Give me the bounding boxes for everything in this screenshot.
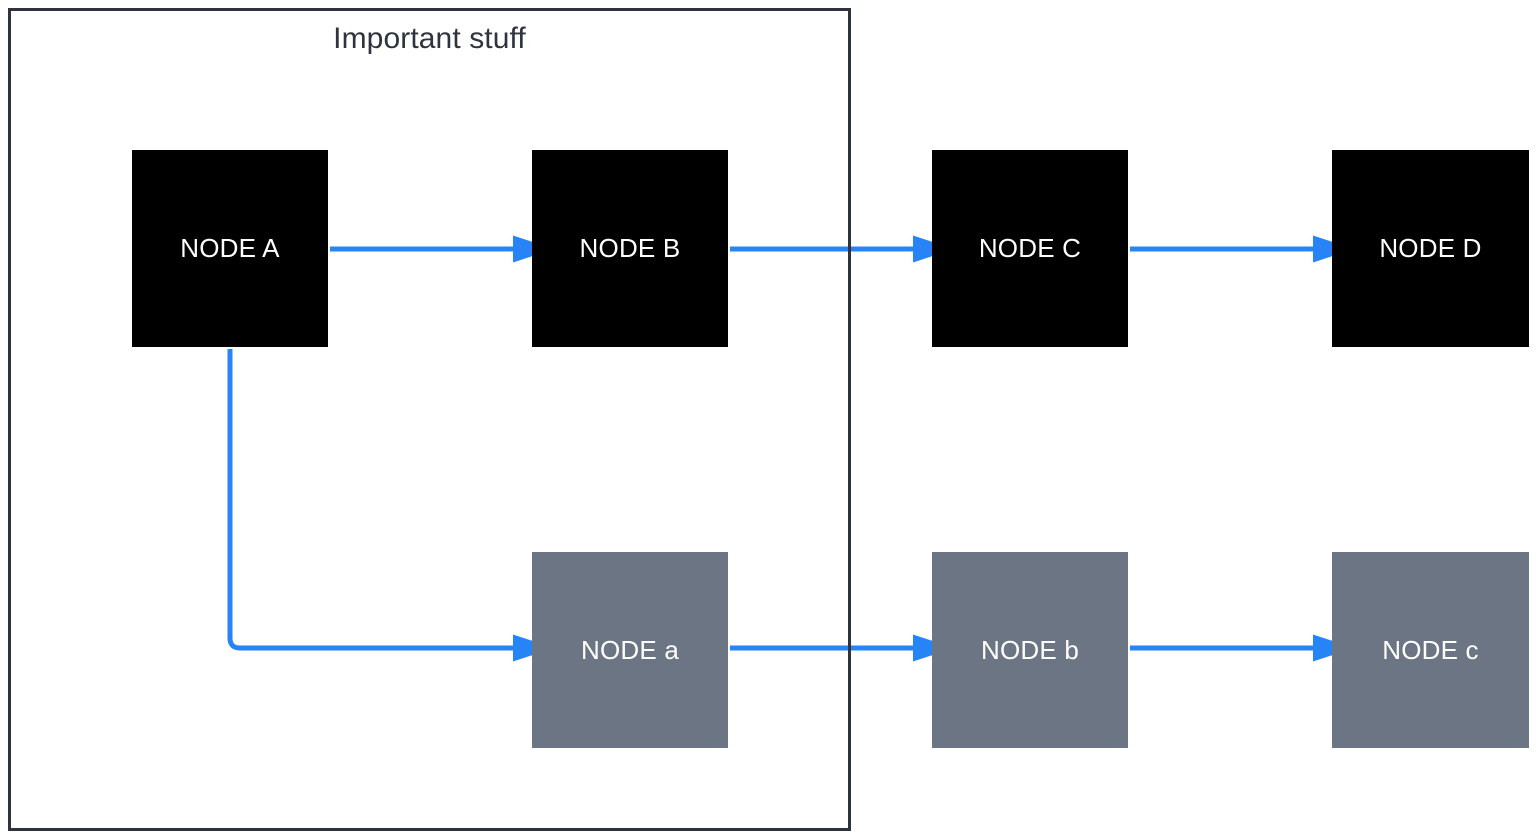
node-lowercase-c-label: NODE c: [1382, 634, 1479, 665]
node-lowercase-b[interactable]: NODE b: [932, 552, 1128, 748]
edge-a-to-lowercase-a: [227, 349, 554, 662]
node-lowercase-a-label: NODE a: [580, 634, 679, 665]
node-lowercase-b-label: NODE b: [980, 634, 1079, 665]
node-b-label: NODE B: [579, 233, 681, 263]
node-c-label: NODE C: [978, 233, 1082, 263]
node-d[interactable]: NODE D: [1332, 150, 1529, 347]
node-lowercase-a[interactable]: NODE a: [532, 552, 728, 748]
node-a[interactable]: NODE A: [132, 150, 328, 347]
node-c[interactable]: NODE C: [932, 150, 1128, 347]
group-container-title: Important stuff: [333, 22, 526, 55]
node-a-label: NODE A: [180, 233, 280, 263]
node-d-label: NODE D: [1379, 233, 1482, 263]
node-lowercase-c[interactable]: NODE c: [1332, 552, 1529, 748]
node-b[interactable]: NODE B: [532, 150, 728, 347]
